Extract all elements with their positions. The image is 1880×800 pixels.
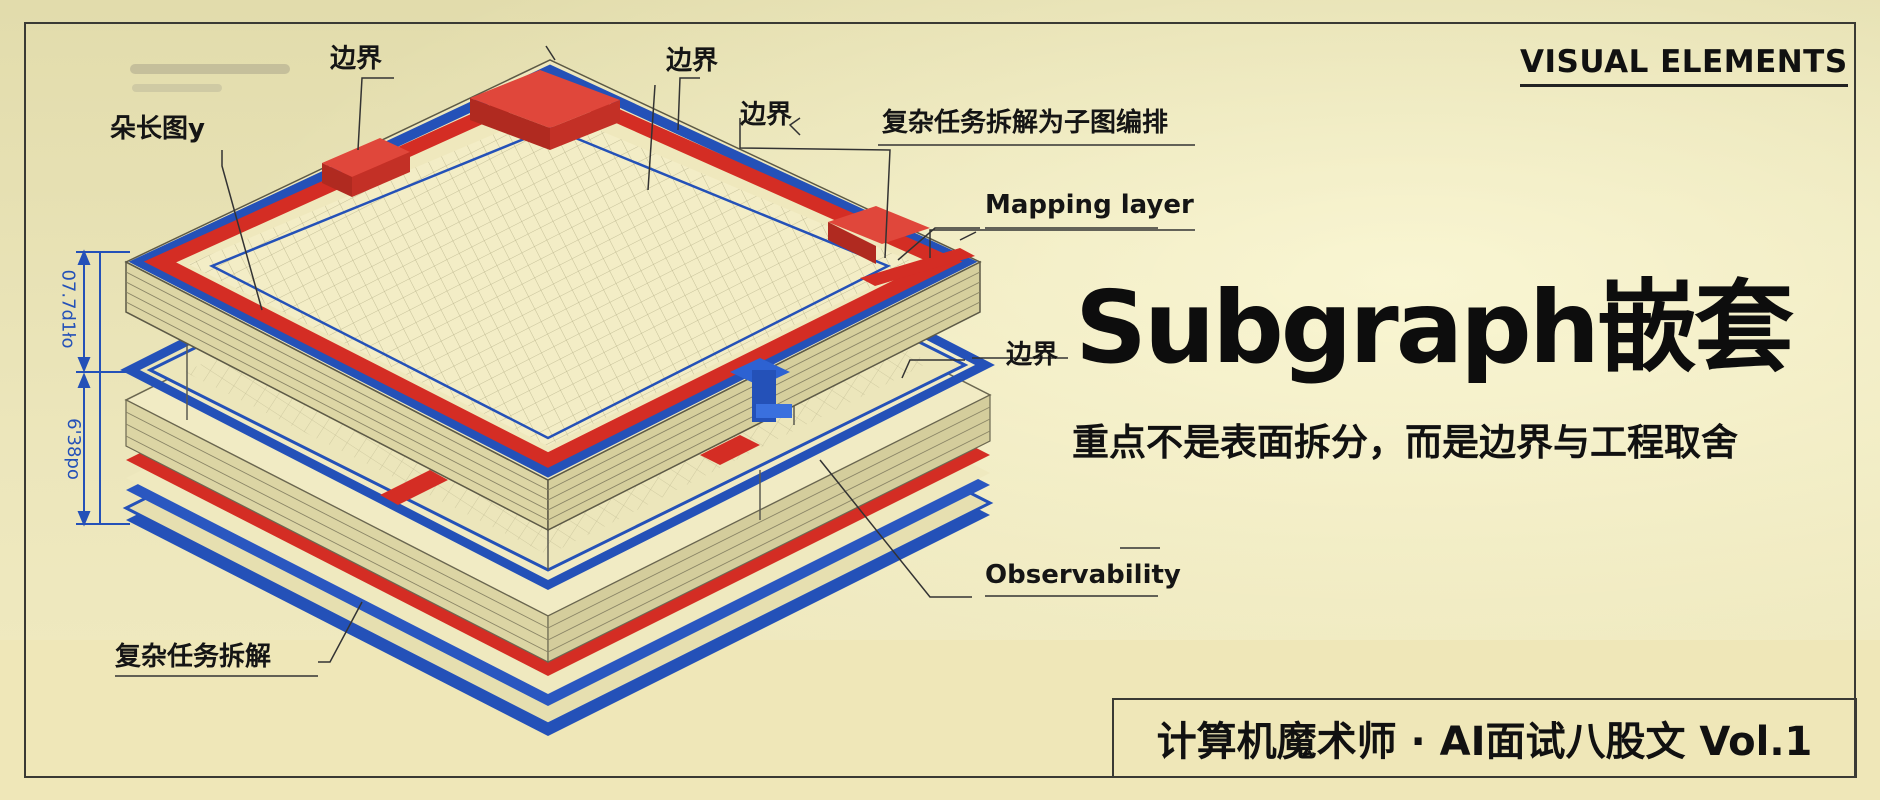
footer-box: 计算机魔术师 · AI面试八股文 Vol.1: [1112, 698, 1857, 778]
leader-lines: [221, 45, 1195, 663]
callout-boundary-top-left: 边界: [330, 44, 383, 74]
callout-boundary-top-mid: 边界: [666, 46, 719, 76]
callout-long-graph: 朵长图y: [110, 114, 205, 144]
top-blue-rim: [128, 64, 978, 478]
top-slab: [124, 59, 982, 532]
callout-mapping-layer: Mapping layer: [985, 190, 1194, 220]
callout-observability: Observability: [985, 560, 1181, 590]
red-accent: [380, 470, 448, 505]
callout-boundary-right: 边界: [1006, 340, 1059, 370]
subtitle: 重点不是表面拆分，而是边界与工程取舍: [1072, 421, 1738, 464]
callout-decompose: 复杂任务拆解: [115, 642, 272, 672]
red-block-top-left: [322, 138, 410, 197]
red-block-right: [828, 206, 930, 264]
dimension-marks: [76, 249, 130, 527]
callout-decompose-subgraph: 复杂任务拆解为子图编排: [882, 108, 1169, 138]
smudge-mark: [132, 84, 222, 92]
blue-connector: [730, 358, 792, 422]
dimension-label-lower: 6'38po: [62, 418, 84, 480]
red-block-right-2: [860, 248, 975, 286]
page-title: Subgraph嵌套: [1075, 269, 1794, 386]
dimension-label-upper: 07.7d1ło: [57, 269, 79, 349]
corner-label: VISUAL ELEMENTS: [1520, 44, 1848, 87]
smudge-mark: [130, 64, 290, 74]
callout-boundary-top-right: 边界: [740, 100, 793, 130]
inner-blue-boundary: [209, 126, 892, 440]
red-block-top: [470, 70, 620, 150]
footer-text: 计算机魔术师 · AI面试八股文 Vol.1: [1156, 719, 1813, 765]
outer-frame: [24, 22, 1856, 778]
red-accent: [700, 435, 760, 465]
bottom-band: [0, 640, 1880, 800]
